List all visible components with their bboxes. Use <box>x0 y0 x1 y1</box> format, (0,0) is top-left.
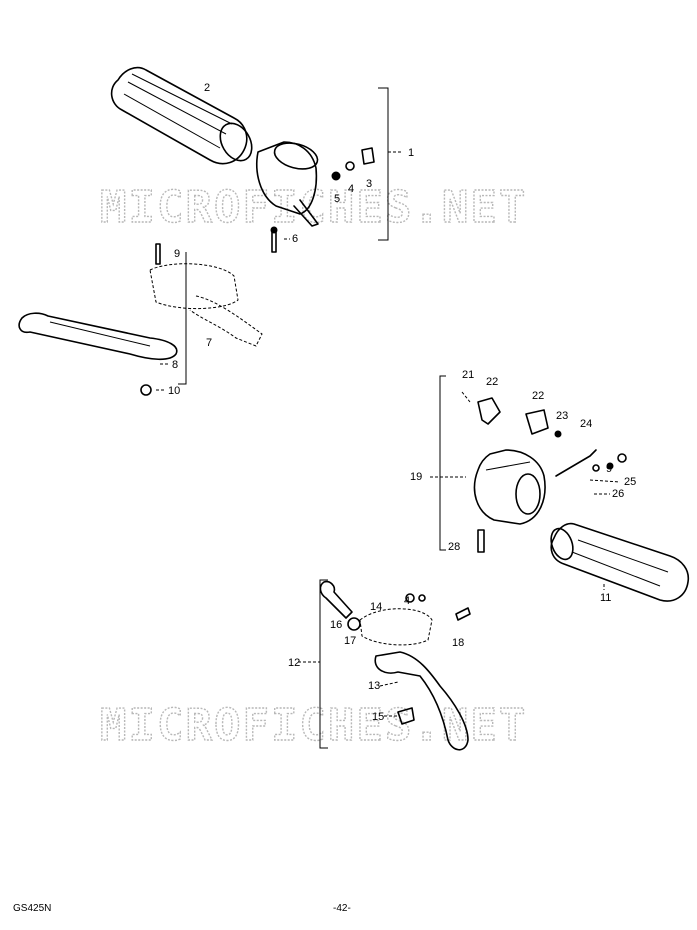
throttle-housing <box>256 141 319 227</box>
callout-14: 14 <box>370 601 382 613</box>
callout-labels: 1 2 3 4 5 6 7 8 9 10 11 12 13 14 15 16 1… <box>168 82 636 723</box>
callout-6: 6 <box>292 233 298 245</box>
callout-24: 24 <box>580 418 592 430</box>
callout-21: 21 <box>462 369 474 381</box>
callout-26: 26 <box>612 488 624 500</box>
callout-5: 5 <box>334 193 340 205</box>
switch-housing <box>473 449 546 525</box>
small-parts-set-top <box>270 147 375 253</box>
callout-25: 25 <box>624 476 636 488</box>
footer-code: GS425N <box>13 903 52 914</box>
callout-18: 18 <box>452 637 464 649</box>
callout-17: 17 <box>344 635 356 647</box>
brake-lever <box>319 580 471 751</box>
callout-7: 7 <box>206 337 212 349</box>
clutch-perch <box>149 243 263 347</box>
callout-15: 15 <box>372 711 384 723</box>
bracket-19 <box>439 375 446 551</box>
callout-9: 9 <box>174 248 180 260</box>
callout-1: 1 <box>408 147 414 159</box>
callout-23: 23 <box>556 410 568 422</box>
clutch-lever <box>18 312 178 396</box>
switch-parts <box>477 397 627 553</box>
callout-19: 19 <box>410 471 422 483</box>
throttle-grip <box>110 66 253 165</box>
callout-11: 11 <box>600 592 611 604</box>
right-grip <box>550 522 690 602</box>
page-number: -42- <box>333 903 351 914</box>
bracket-1 <box>378 87 389 241</box>
callout-8: 8 <box>172 359 178 371</box>
callout-10: 10 <box>168 385 180 397</box>
callout-9-right: 9 <box>606 463 612 475</box>
callout-3: 3 <box>366 178 372 190</box>
bracket-7 <box>178 252 187 385</box>
callout-28: 28 <box>448 541 460 553</box>
callout-22b: 22 <box>532 390 544 402</box>
watermark-bottom: MICROFICHES.NET <box>100 700 527 751</box>
bracket-12 <box>319 579 328 749</box>
callout-16: 16 <box>330 619 342 631</box>
callout-4: 4 <box>348 183 354 195</box>
callout-12: 12 <box>288 657 300 669</box>
callout-2: 2 <box>204 82 210 94</box>
leader-lines <box>156 238 621 717</box>
callout-22a: 22 <box>486 376 498 388</box>
callout-4-bottom: 4 <box>404 595 410 607</box>
callout-13: 13 <box>368 680 380 692</box>
